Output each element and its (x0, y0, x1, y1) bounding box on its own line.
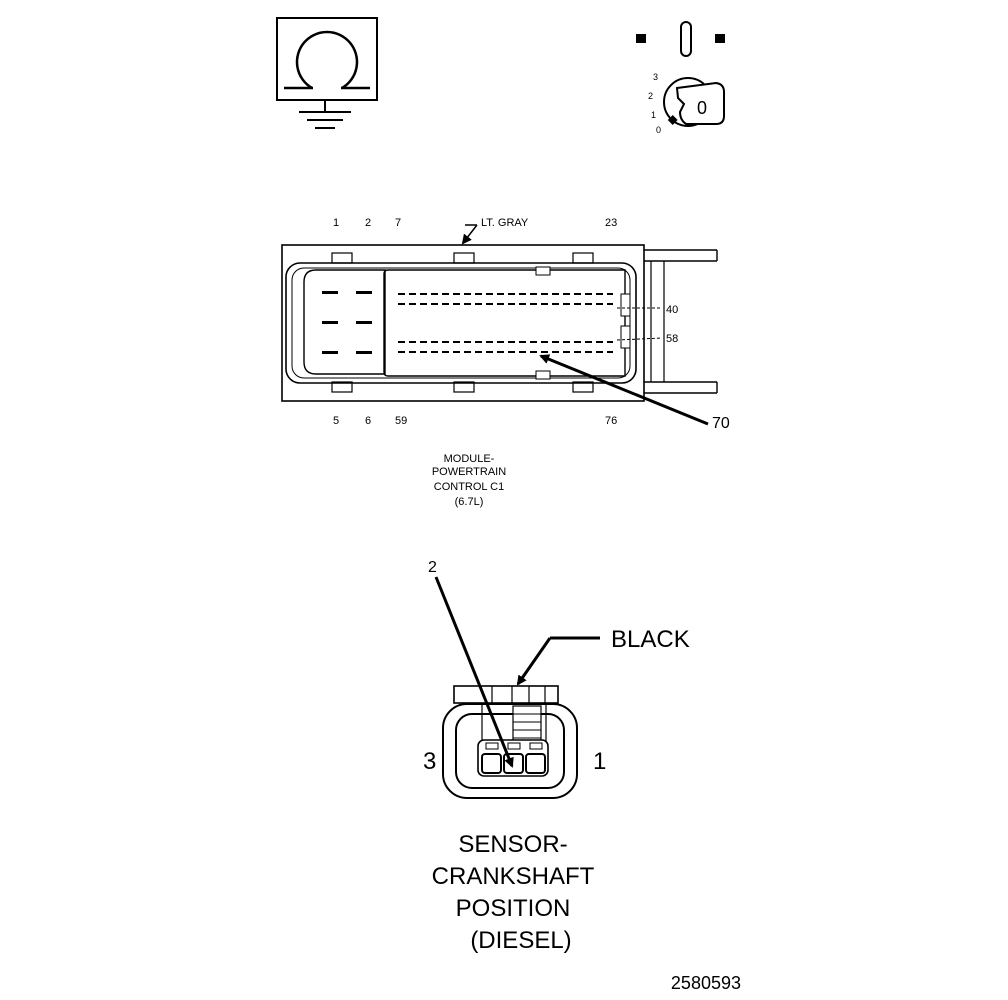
pcm-top-pin-2: 2 (365, 217, 371, 229)
pcm-bottom-pin-5: 5 (333, 415, 339, 427)
ckp-color-label: BLACK (611, 626, 690, 653)
ignition-pos-0: 0 (656, 125, 661, 135)
pcm-side-pin-40: 40 (666, 304, 678, 316)
ckp-title-line-1: SENSOR- (458, 831, 567, 858)
pin-2-callout-arrow (434, 576, 514, 768)
ckp-title-line-4: (DIESEL) (470, 927, 571, 954)
ignition-pos-1: 1 (651, 110, 656, 120)
pcm-title-line-3: CONTROL C1 (434, 481, 505, 493)
pcm-top-pin-23: 23 (605, 217, 617, 229)
ckp-title-line-3: POSITION (456, 895, 571, 922)
ckp-pin-1: 1 (593, 748, 606, 775)
ckp-callout-pin-2: 2 (428, 559, 437, 576)
ckp-title: SENSOR- CRANKSHAFT POSITION (DIESEL) (432, 831, 595, 954)
ignition-key-icon (636, 21, 725, 127)
pcm-bottom-pin-59: 59 (395, 415, 407, 427)
pcm-title-line-4: (6.7L) (455, 496, 484, 508)
ckp-title-line-2: CRANKSHAFT (432, 863, 595, 890)
ohmmeter-ground-icon (276, 17, 378, 129)
black-arrow (516, 637, 552, 686)
pcm-title: MODULE- POWERTRAIN CONTROL C1 (6.7L) (432, 453, 506, 508)
pcm-bottom-pin-6: 6 (365, 415, 371, 427)
pin-58-leader (616, 337, 663, 341)
pcm-connector-c1 (281, 244, 718, 402)
pcm-bottom-pin-76: 76 (605, 415, 617, 427)
pcm-callout-pin-70: 70 (712, 415, 730, 432)
lt-gray-arrow (461, 224, 478, 245)
pcm-color-label: LT. GRAY (481, 217, 529, 229)
pcm-top-pin-7: 7 (395, 217, 401, 229)
ckp-pin-3: 3 (423, 748, 436, 775)
ignition-key-label: 0 (697, 98, 707, 118)
ignition-pos-3: 3 (653, 72, 658, 82)
pin-70-callout-arrow (539, 354, 709, 426)
pcm-title-line-1: MODULE- (444, 453, 495, 465)
pcm-side-pin-58: 58 (666, 333, 678, 345)
ignition-pos-2: 2 (648, 91, 653, 101)
pcm-top-pin-1: 1 (333, 217, 339, 229)
figure-id: 2580593 (671, 973, 741, 993)
ckp-sensor-connector (442, 685, 578, 799)
pcm-title-line-2: POWERTRAIN (432, 466, 506, 478)
